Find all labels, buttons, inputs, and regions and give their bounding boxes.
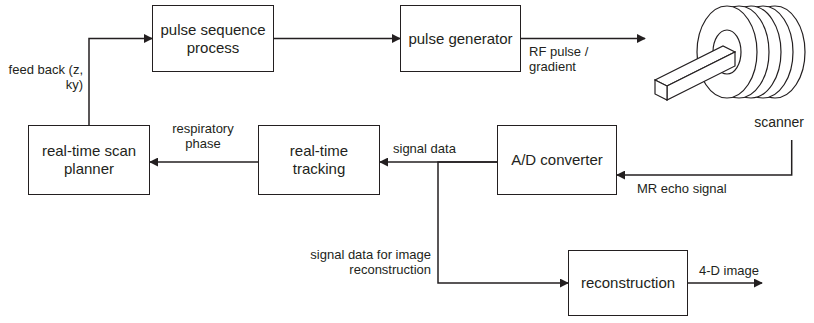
signal-arrow (89, 39, 152, 126)
scanner-label: scanner (754, 114, 804, 130)
box-label: A/D converter (511, 151, 603, 169)
process-box: real-time tracking (258, 125, 380, 195)
output-label: 4-D image (698, 263, 760, 278)
output-arrow (688, 283, 762, 284)
box-label: real-time tracking (265, 142, 373, 178)
connector-label: respiratory phase (152, 121, 254, 151)
process-box: real-time scan planner (28, 125, 150, 195)
signal-arrow (521, 38, 645, 40)
process-box: reconstruction (568, 250, 688, 316)
box-label: reconstruction (581, 274, 675, 292)
signal-arrow (274, 38, 400, 40)
signal-arrow (150, 161, 258, 163)
box-label: pulse generator (408, 30, 512, 48)
connector-label: RF pulse / gradient (528, 44, 610, 74)
connector-label: feed back (z, ky) (4, 62, 84, 92)
connector-label: signal data (392, 141, 484, 156)
process-box: pulse generator (400, 5, 521, 72)
signal-arrow (617, 140, 792, 175)
box-label: pulse sequence process (159, 21, 267, 57)
process-box: A/D converter (497, 125, 617, 195)
process-box: pulse sequence process (152, 5, 274, 72)
connector-label: signal data for image reconstruction (300, 247, 432, 277)
scanner-illustration: scanner (645, 2, 808, 140)
box-label: real-time scan planner (35, 142, 143, 178)
connector-label: MR echo signal (636, 181, 748, 196)
